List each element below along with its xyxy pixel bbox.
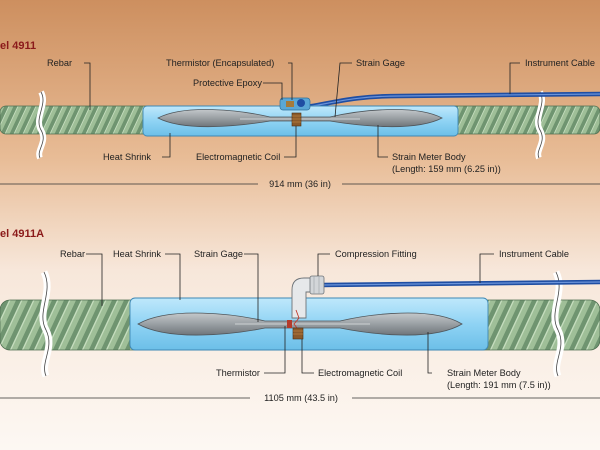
panel-heading: el 4911A <box>0 228 44 240</box>
label-electromagnetic-coil: Electromagnetic Coil <box>196 152 280 162</box>
label-thermistor: Thermistor (Encapsulated) <box>166 58 274 68</box>
label-strain-gage: Strain Gage <box>356 58 405 68</box>
label-rebar: Rebar <box>60 249 85 259</box>
electromagnetic-coil <box>292 327 304 340</box>
thermistor <box>287 320 292 328</box>
label-electromagnetic-coil: Electromagnetic Coil <box>318 368 402 378</box>
label-instrument-cable: Instrument Cable <box>499 249 569 259</box>
label-strain-meter-body: Strain Meter Body <box>447 368 521 378</box>
dimension-line: 914 mm (36 in) <box>0 179 600 189</box>
panel-4911a: el 4911A <box>0 228 600 403</box>
label-thermistor: Thermistor <box>216 368 260 378</box>
panel-heading: el 4911 <box>0 40 36 52</box>
label-strain-gage: Strain Gage <box>194 249 243 259</box>
break-mark <box>39 270 565 378</box>
label-heat-shrink: Heat Shrink <box>103 152 151 162</box>
dimension-label: 1105 mm (43.5 in) <box>264 393 338 403</box>
label-rebar: Rebar <box>47 58 72 68</box>
dimension-label: 914 mm (36 in) <box>269 179 331 189</box>
panel-4911: el 4911 <box>0 40 600 189</box>
compression-fitting <box>291 275 325 319</box>
label-strain-meter-body: Strain Meter Body <box>392 152 466 162</box>
label-body-length: (Length: 191 mm (7.5 in)) <box>447 380 551 390</box>
dimension-line: 1105 mm (43.5 in) <box>0 393 600 403</box>
label-body-length: (Length: 159 mm (6.25 in)) <box>392 164 501 174</box>
label-instrument-cable: Instrument Cable <box>525 58 595 68</box>
electromagnetic-coil <box>291 112 302 127</box>
label-heat-shrink: Heat Shrink <box>113 249 161 259</box>
protective-epoxy <box>279 97 311 111</box>
strain-meter-body <box>137 312 463 336</box>
break-mark <box>36 90 546 160</box>
label-compression-fitting: Compression Fitting <box>335 249 417 259</box>
label-protective-epoxy: Protective Epoxy <box>193 78 262 88</box>
